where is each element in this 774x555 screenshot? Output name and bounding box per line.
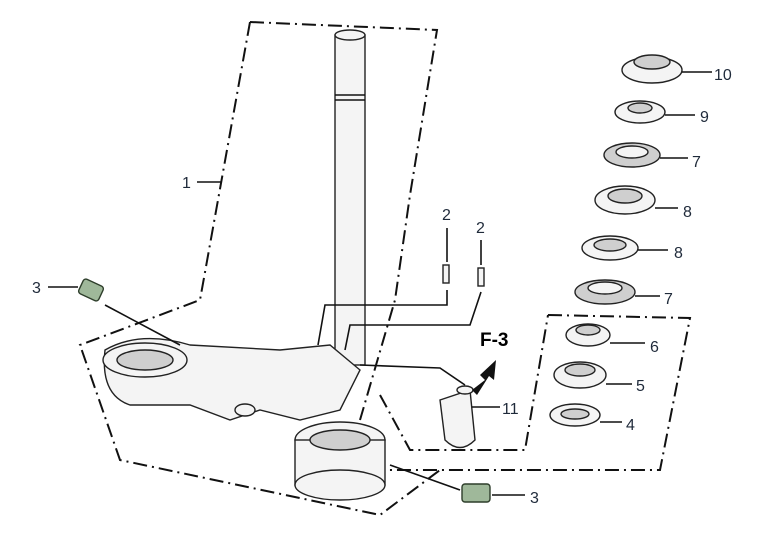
label-reference-f3: F-3 [480,330,509,351]
label-part-6: 6 [650,339,659,356]
leader-lines [48,71,712,496]
label-part-3b: 3 [530,490,539,507]
label-part-10: 10 [714,67,732,84]
label-part-5: 5 [636,378,645,395]
label-part-4: 4 [626,417,635,434]
steering-stem [334,29,366,366]
reference-arrow [472,360,496,395]
label-part-2a: 2 [442,207,451,224]
label-part-3a: 3 [32,280,41,297]
screws [442,264,485,287]
group-outline-stem [249,21,439,421]
label-part-11: 11 [502,401,519,418]
bolt-lower [461,483,491,503]
group-outline-bearings [380,314,692,471]
label-part-8a: 8 [683,204,692,221]
label-part-9: 9 [700,109,709,126]
label-part-7b: 7 [664,291,673,308]
label-part-2b: 2 [476,220,485,237]
label-part-7a: 7 [692,154,701,171]
label-part-8b: 8 [674,245,683,262]
label-part-1: 1 [182,175,191,192]
lower-triple-clamp [102,337,386,501]
bolt-upper [77,278,105,302]
group-outline-stem-left [78,21,441,517]
bearing-stack [549,54,683,427]
group-outline-sensor [379,314,549,451]
sensor-bracket [439,385,476,449]
